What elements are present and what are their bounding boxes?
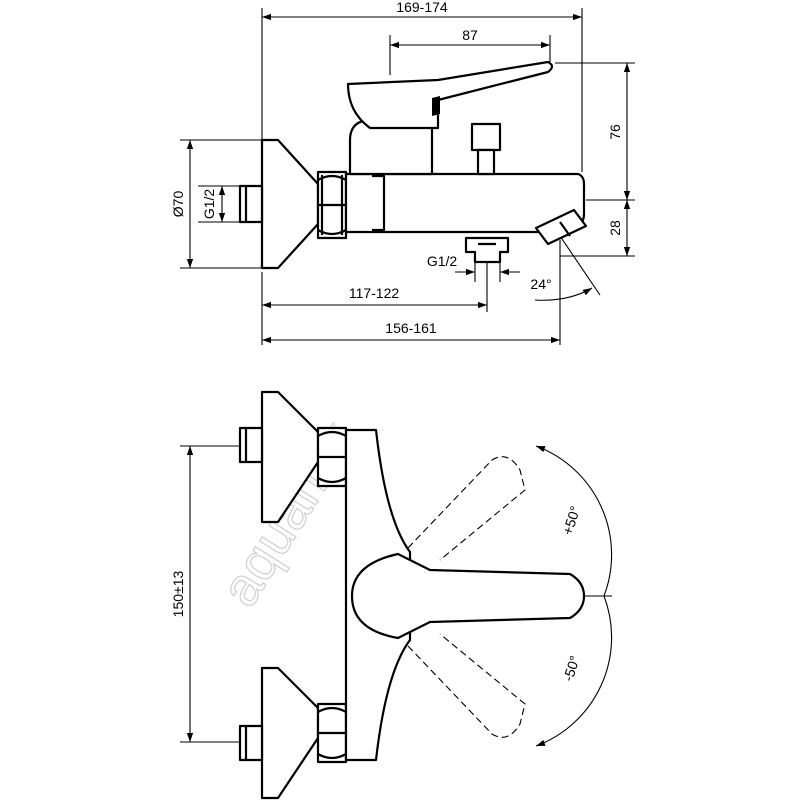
- dim-outlet-thread: G1/2: [427, 253, 458, 269]
- dim-rotation-plus: +50°: [559, 504, 583, 537]
- dim-overall-width: 169-174: [396, 0, 448, 15]
- diverter-knob: [470, 122, 502, 152]
- lever-handle: [346, 60, 554, 130]
- rotation-arc-minus: [535, 595, 613, 747]
- dim-inlet-thread: G1/2: [201, 189, 217, 220]
- dim-height-above-axis: 76: [607, 124, 623, 140]
- shower-outlet: [464, 236, 510, 264]
- dim-outlet-distance: 117-122: [349, 285, 400, 301]
- lever-rotation-minus-ghost: [407, 633, 526, 738]
- dim-spout-depth: 156-161: [385, 320, 437, 336]
- dim-centre-distance: 150±13: [170, 570, 186, 617]
- dim-spout-drop: 28: [607, 220, 623, 236]
- rotation-arc-plus: [535, 445, 613, 597]
- dim-arc-spout-angle: [534, 287, 593, 301]
- dim-rotation-minus: -50°: [560, 654, 583, 684]
- wall-flange: [260, 138, 320, 270]
- side-view: 169-174 87 76 28 Ø70 G1/2 G1/2 117-122 2…: [170, 0, 635, 345]
- spout: [534, 208, 588, 246]
- lever-rotation-plus-ghost: [407, 456, 526, 561]
- dim-lever-length: 87: [462, 27, 478, 43]
- wall-flange-lower: [260, 666, 320, 800]
- lever-plan: [350, 552, 586, 640]
- top-view: 150±13 +50° -50°: [170, 390, 613, 800]
- dim-spout-angle: 24°: [530, 276, 551, 292]
- dim-flange-diameter: Ø70: [170, 191, 186, 218]
